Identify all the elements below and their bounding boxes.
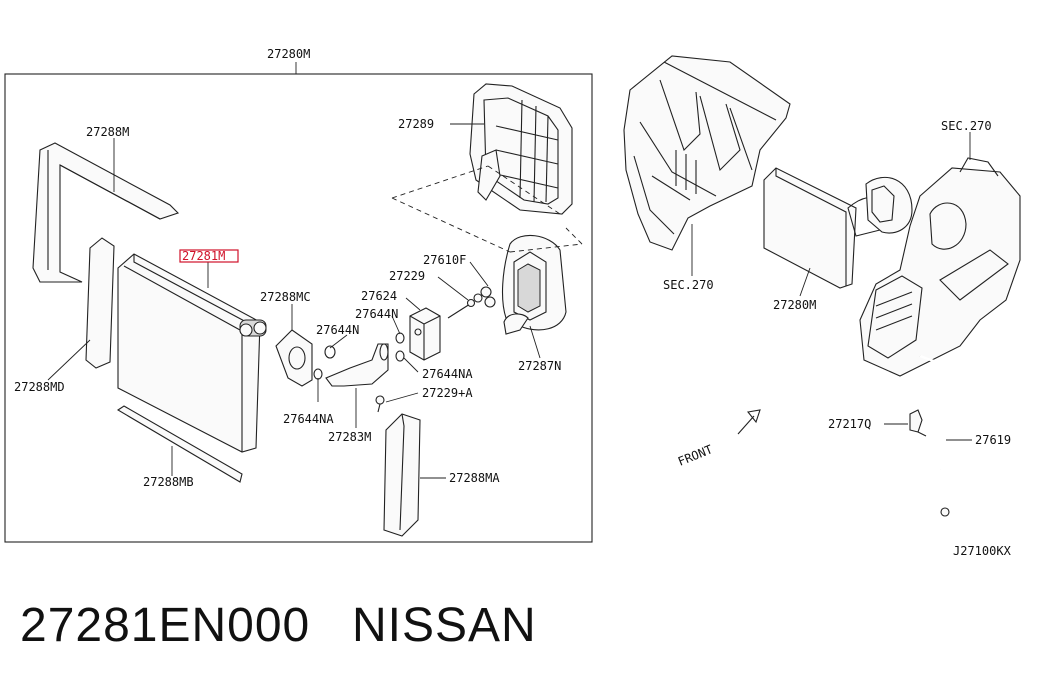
clip-27610F [473,286,496,308]
label-27287N[interactable]: 27287N [518,359,561,373]
label-27644N-a[interactable]: 27644N [316,323,359,337]
label-27288M[interactable]: 27288M [86,125,129,139]
expansion-valve-27624 [409,307,441,361]
label-27619[interactable]: 27619 [975,433,1011,447]
label-27229A[interactable]: 27229+A [422,386,473,400]
label-27288MB[interactable]: 27288MB [143,475,194,489]
highlight-box [179,249,239,263]
label-27288MC[interactable]: 27288MC [260,290,311,304]
hvac-housing-upper [623,55,791,251]
label-sec270-b[interactable]: SEC.270 [941,119,992,133]
label-27644N-b[interactable]: 27644N [355,307,398,321]
assembly-frame [4,73,593,543]
label-27289[interactable]: 27289 [398,117,434,131]
seal-strip-27288M [32,142,180,283]
clip-27217Q [909,409,927,437]
label-27644NA-b[interactable]: 27644NA [422,367,473,381]
label-27624[interactable]: 27624 [361,289,397,303]
pipe-seal-27288MC [275,329,313,387]
part-number: 27281EN000 [20,599,311,652]
brand-name: NISSAN [352,599,537,652]
drain-hose-27619 [919,354,968,517]
label-27610F[interactable]: 27610F [423,253,466,267]
label-27280M-b[interactable]: 27280M [773,298,816,312]
hvac-housing-lower [859,157,1021,377]
evaporator-core [117,253,267,453]
label-27283M[interactable]: 27283M [328,430,371,444]
label-27217Q[interactable]: 27217Q [828,417,871,431]
label-front[interactable]: FRONT [676,442,715,469]
duct-27289 [469,83,573,215]
label-27281M[interactable]: 27281M [182,249,225,263]
front-arrow-icon [737,409,761,435]
label-27280M[interactable]: 27280M [267,47,310,61]
pipe-assembly-27283M [313,332,405,413]
label-27288MD[interactable]: 27288MD [14,380,65,394]
label-sec270-a[interactable]: SEC.270 [663,278,714,292]
install-guide-outline [391,165,583,253]
grommet-27287N [502,234,567,335]
label-27644NA-a[interactable]: 27644NA [283,412,334,426]
seal-strip-27288MB [116,405,243,483]
bolt-27229 [447,298,476,319]
label-27288MA[interactable]: 27288MA [449,471,500,485]
seal-strip-27288MA [383,413,421,537]
label-27229[interactable]: 27229 [389,269,425,283]
diagram-code: J27100KX [953,544,1012,558]
seal-strip-27288MD [85,237,115,369]
evaporator-core-right [763,167,913,289]
